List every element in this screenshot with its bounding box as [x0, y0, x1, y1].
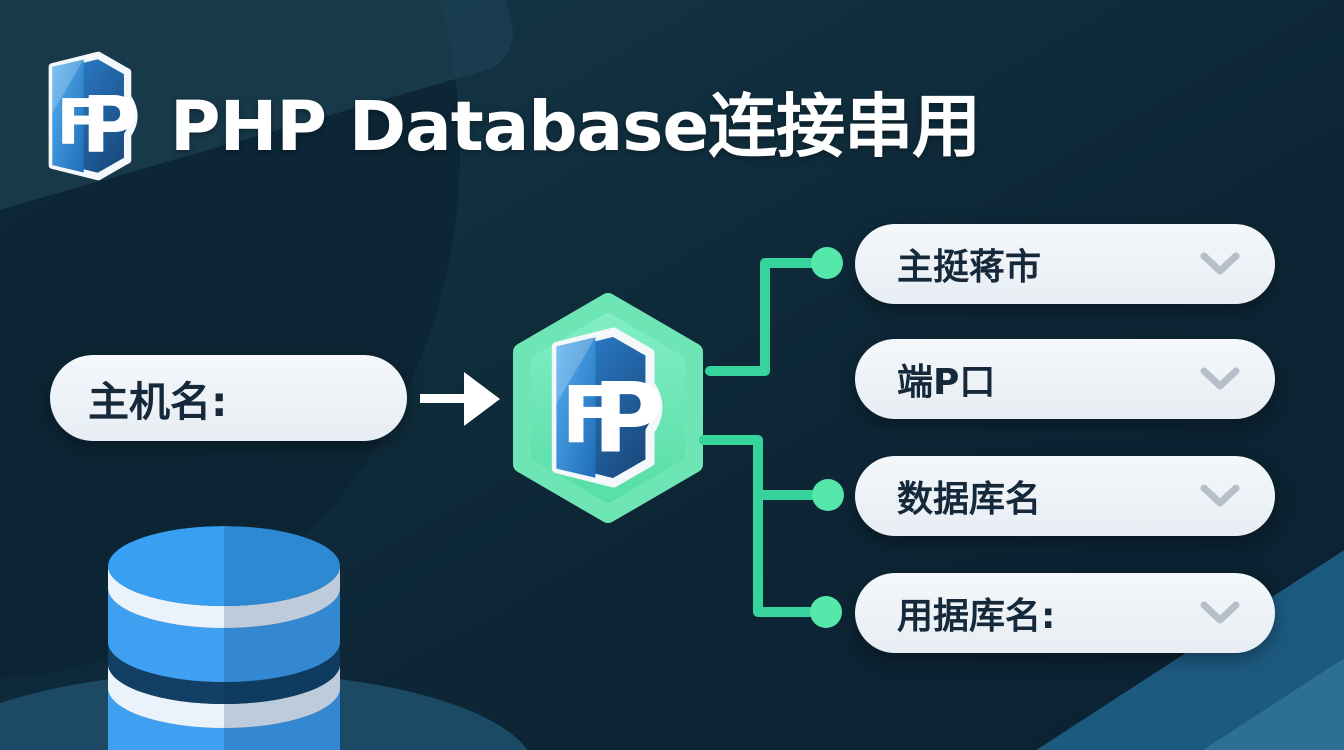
database-cylinder-icon	[108, 526, 340, 750]
dropdown-pill-host[interactable]: 主挺蒋市	[855, 224, 1275, 304]
chevron-down-icon	[1200, 367, 1240, 390]
dropdown-label: 用据库名:	[897, 596, 1056, 637]
fp-badge: F P	[551, 327, 664, 488]
page-title: PHP Database连接串用	[170, 87, 981, 167]
green-dot-connector	[811, 247, 843, 279]
logo-letter-f: F	[562, 372, 615, 462]
connector-lines	[699, 247, 844, 628]
logo-letter-f: F	[56, 86, 99, 159]
hostname-pill: 主机名:	[50, 355, 407, 441]
logo-letter-p: P	[82, 81, 139, 171]
dropdown-pill-user[interactable]: 用据库名:	[855, 573, 1275, 653]
dropdown-label: 端P口	[897, 362, 996, 403]
chevron-down-icon	[1200, 601, 1240, 624]
fp-logo-icon: F P	[48, 51, 139, 181]
dropdown-pill-database[interactable]: 数据库名	[855, 456, 1275, 536]
connector-to-pill-4	[699, 435, 821, 617]
green-dot-connector	[812, 479, 844, 511]
chevron-down-icon	[1200, 252, 1240, 275]
dropdown-label: 数据库名	[897, 479, 1042, 520]
green-dot-connector	[810, 596, 842, 628]
fp-hexagon-logo: F P	[513, 293, 703, 523]
dropdown-label: 主挺蒋市	[897, 247, 1042, 288]
connector-to-pill-1	[705, 258, 822, 376]
arrow-right-icon	[420, 372, 500, 426]
hostname-label: 主机名:	[88, 378, 228, 426]
chevron-down-icon	[1200, 484, 1240, 507]
dropdown-pill-port[interactable]: 端P口	[855, 339, 1275, 419]
logo-letter-p: P	[593, 363, 664, 475]
